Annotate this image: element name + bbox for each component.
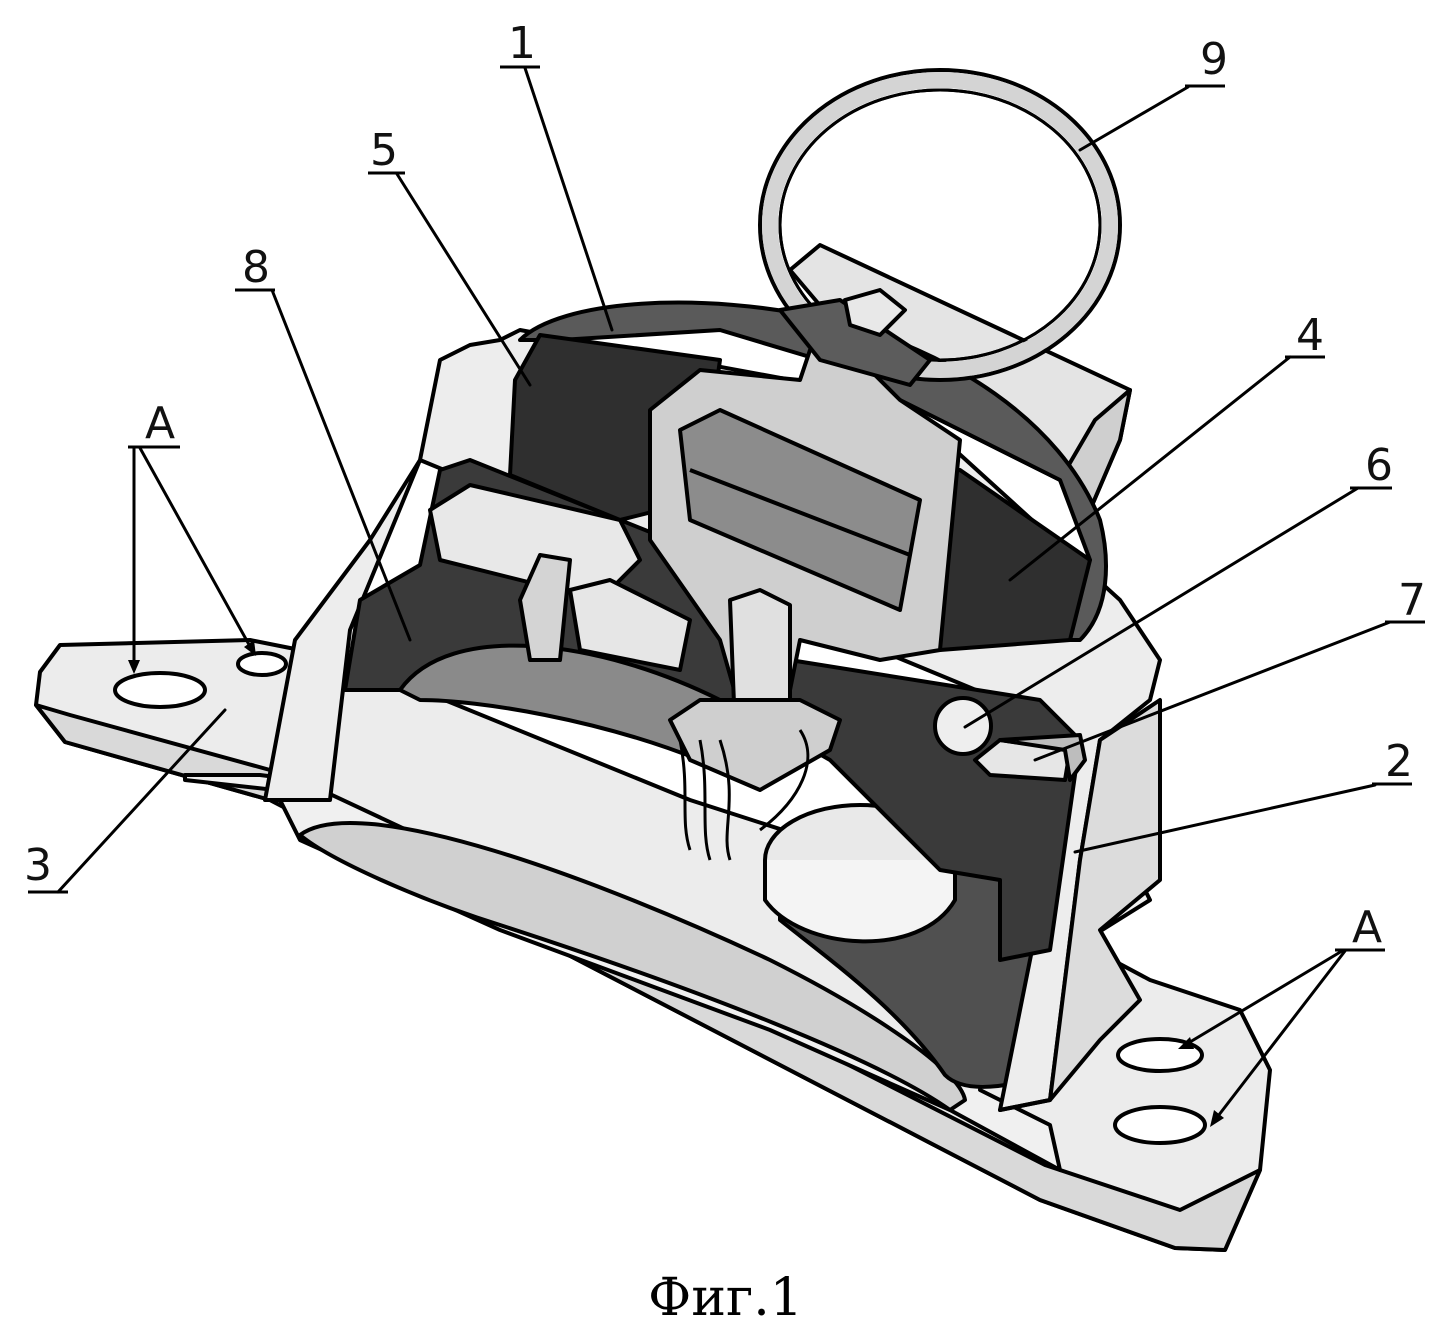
pull-ring	[758, 68, 1122, 387]
label-part-3: 3	[24, 840, 52, 891]
coil-assembly	[508, 300, 1108, 722]
mount-hole-left-1	[113, 671, 207, 709]
label-part-7: 7	[1398, 575, 1426, 626]
label-part-5: 5	[370, 125, 398, 176]
label-part-9: 9	[1200, 34, 1228, 85]
label-part-1: 1	[508, 18, 536, 69]
figure-caption: Фиг.1	[648, 1268, 803, 1328]
label-part-2: 2	[1385, 736, 1413, 787]
label-mount-a-left: A	[145, 398, 175, 449]
label-mount-a-right: A	[1352, 902, 1382, 953]
mount-hole-right-2	[1113, 1105, 1207, 1145]
ball-part-6	[933, 696, 993, 756]
ball-and-contact	[933, 696, 1087, 782]
mount-hole-left-2	[236, 651, 288, 677]
shaft-assembly	[668, 588, 842, 861]
label-part-6: 6	[1365, 440, 1393, 491]
callouts: 1 9 5 8 4 6 7 2 3 A	[24, 18, 1426, 1127]
label-part-8: 8	[242, 242, 270, 293]
label-part-4: 4	[1296, 310, 1324, 361]
